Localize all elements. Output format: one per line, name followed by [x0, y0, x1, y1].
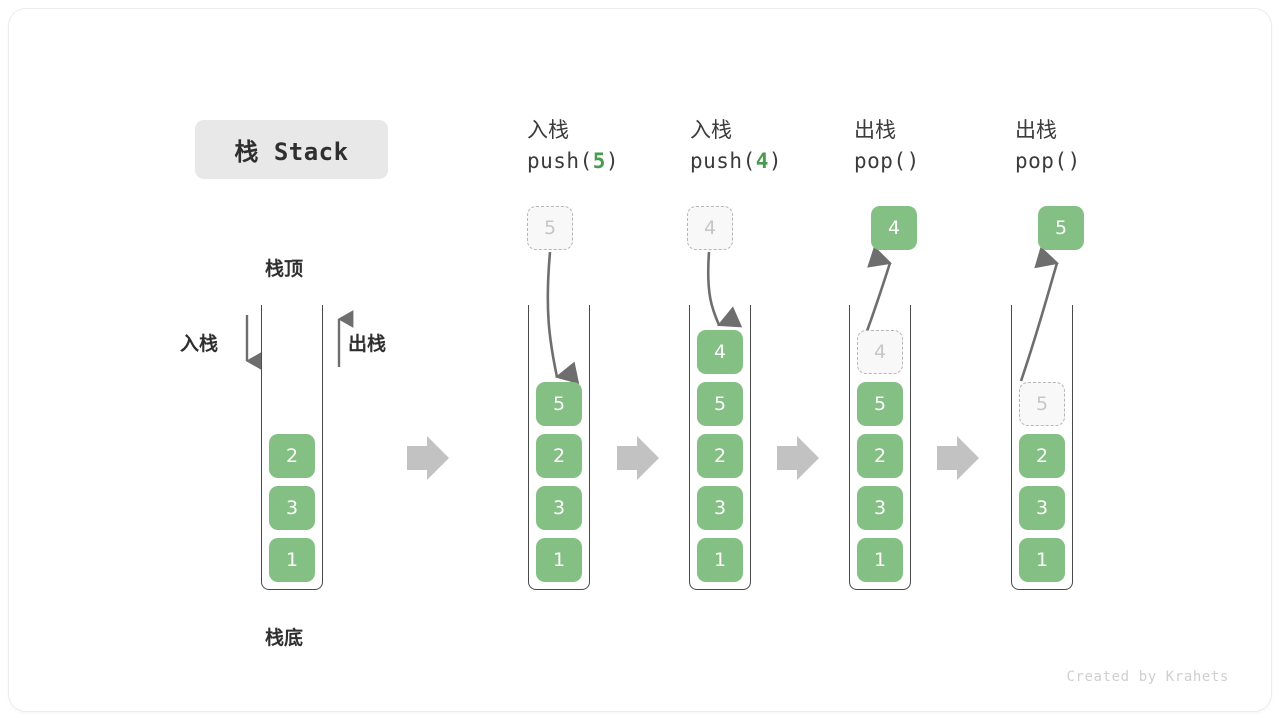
- operation-code: pop(): [854, 145, 1014, 177]
- stack-block: 3: [536, 486, 582, 530]
- code-argument: 4: [755, 149, 769, 173]
- operation-caption-push-4: 入栈 push(4): [690, 115, 850, 177]
- pop-label: 出栈: [348, 333, 387, 355]
- operation-name-cn: 入栈: [690, 118, 732, 142]
- stack-block: 3: [1019, 486, 1065, 530]
- stack-block: 4: [697, 330, 743, 374]
- operation-code: pop(): [1015, 145, 1175, 177]
- stack-block: 3: [857, 486, 903, 530]
- operation-name-cn: 出栈: [1015, 118, 1057, 142]
- incoming-ghost-block: 5: [527, 206, 573, 250]
- stack-block: 1: [857, 538, 903, 582]
- popped-ghost-block: 4: [857, 330, 903, 374]
- outgoing-block: 5: [1038, 206, 1084, 250]
- stack-block: 2: [1019, 434, 1065, 478]
- code-suffix: ): [605, 149, 620, 173]
- code-prefix: push(: [527, 149, 593, 173]
- stack-block: 2: [857, 434, 903, 478]
- operation-name-cn: 入栈: [527, 118, 569, 142]
- operation-code: push(4): [690, 145, 850, 177]
- operation-caption-pop-4: 出栈 pop(): [854, 115, 1014, 177]
- outgoing-block: 4: [871, 206, 917, 250]
- stack-top-label: 栈顶: [265, 258, 304, 280]
- stack-block: 1: [536, 538, 582, 582]
- code-prefix: pop(: [1015, 149, 1068, 173]
- stack-container: [849, 305, 911, 590]
- stack-block: 3: [269, 486, 315, 530]
- stack-container: [689, 305, 751, 590]
- code-prefix: push(: [690, 149, 756, 173]
- footer-credit: Created by Krahets: [1066, 669, 1229, 685]
- operation-name-cn: 出栈: [854, 118, 896, 142]
- stack-block: 2: [536, 434, 582, 478]
- stack-block: 1: [697, 538, 743, 582]
- popped-ghost-block: 5: [1019, 382, 1065, 426]
- incoming-ghost-block: 4: [687, 206, 733, 250]
- operation-caption-pop-5: 出栈 pop(): [1015, 115, 1175, 177]
- stack-block: 5: [697, 382, 743, 426]
- operation-caption-push-5: 入栈 push(5): [527, 115, 687, 177]
- push-label: 入栈: [180, 333, 219, 355]
- diagram-card: 栈 Stack 栈顶 栈底 入栈 出栈 2 3 1 入栈 push(5) 5 5…: [8, 8, 1272, 712]
- stack-block: 5: [536, 382, 582, 426]
- stack-bottom-label: 栈底: [265, 627, 304, 649]
- code-suffix: ): [768, 149, 783, 173]
- stack-container: [528, 305, 590, 590]
- flow-arrow-2: [617, 436, 659, 480]
- flow-arrow-3: [777, 436, 819, 480]
- code-argument: 5: [592, 149, 606, 173]
- stack-block: 2: [697, 434, 743, 478]
- flow-arrow-1: [407, 436, 449, 480]
- code-prefix: pop(: [854, 149, 907, 173]
- stack-block: 1: [269, 538, 315, 582]
- stack-block: 2: [269, 434, 315, 478]
- stack-container: [1011, 305, 1073, 590]
- flow-arrow-4: [937, 436, 979, 480]
- stack-block: 1: [1019, 538, 1065, 582]
- stack-block: 3: [697, 486, 743, 530]
- operation-code: push(5): [527, 145, 687, 177]
- code-suffix: ): [1067, 149, 1081, 173]
- stack-container: [261, 305, 323, 590]
- stack-block: 5: [857, 382, 903, 426]
- diagram-title-chip: 栈 Stack: [195, 120, 388, 179]
- code-suffix: ): [906, 149, 920, 173]
